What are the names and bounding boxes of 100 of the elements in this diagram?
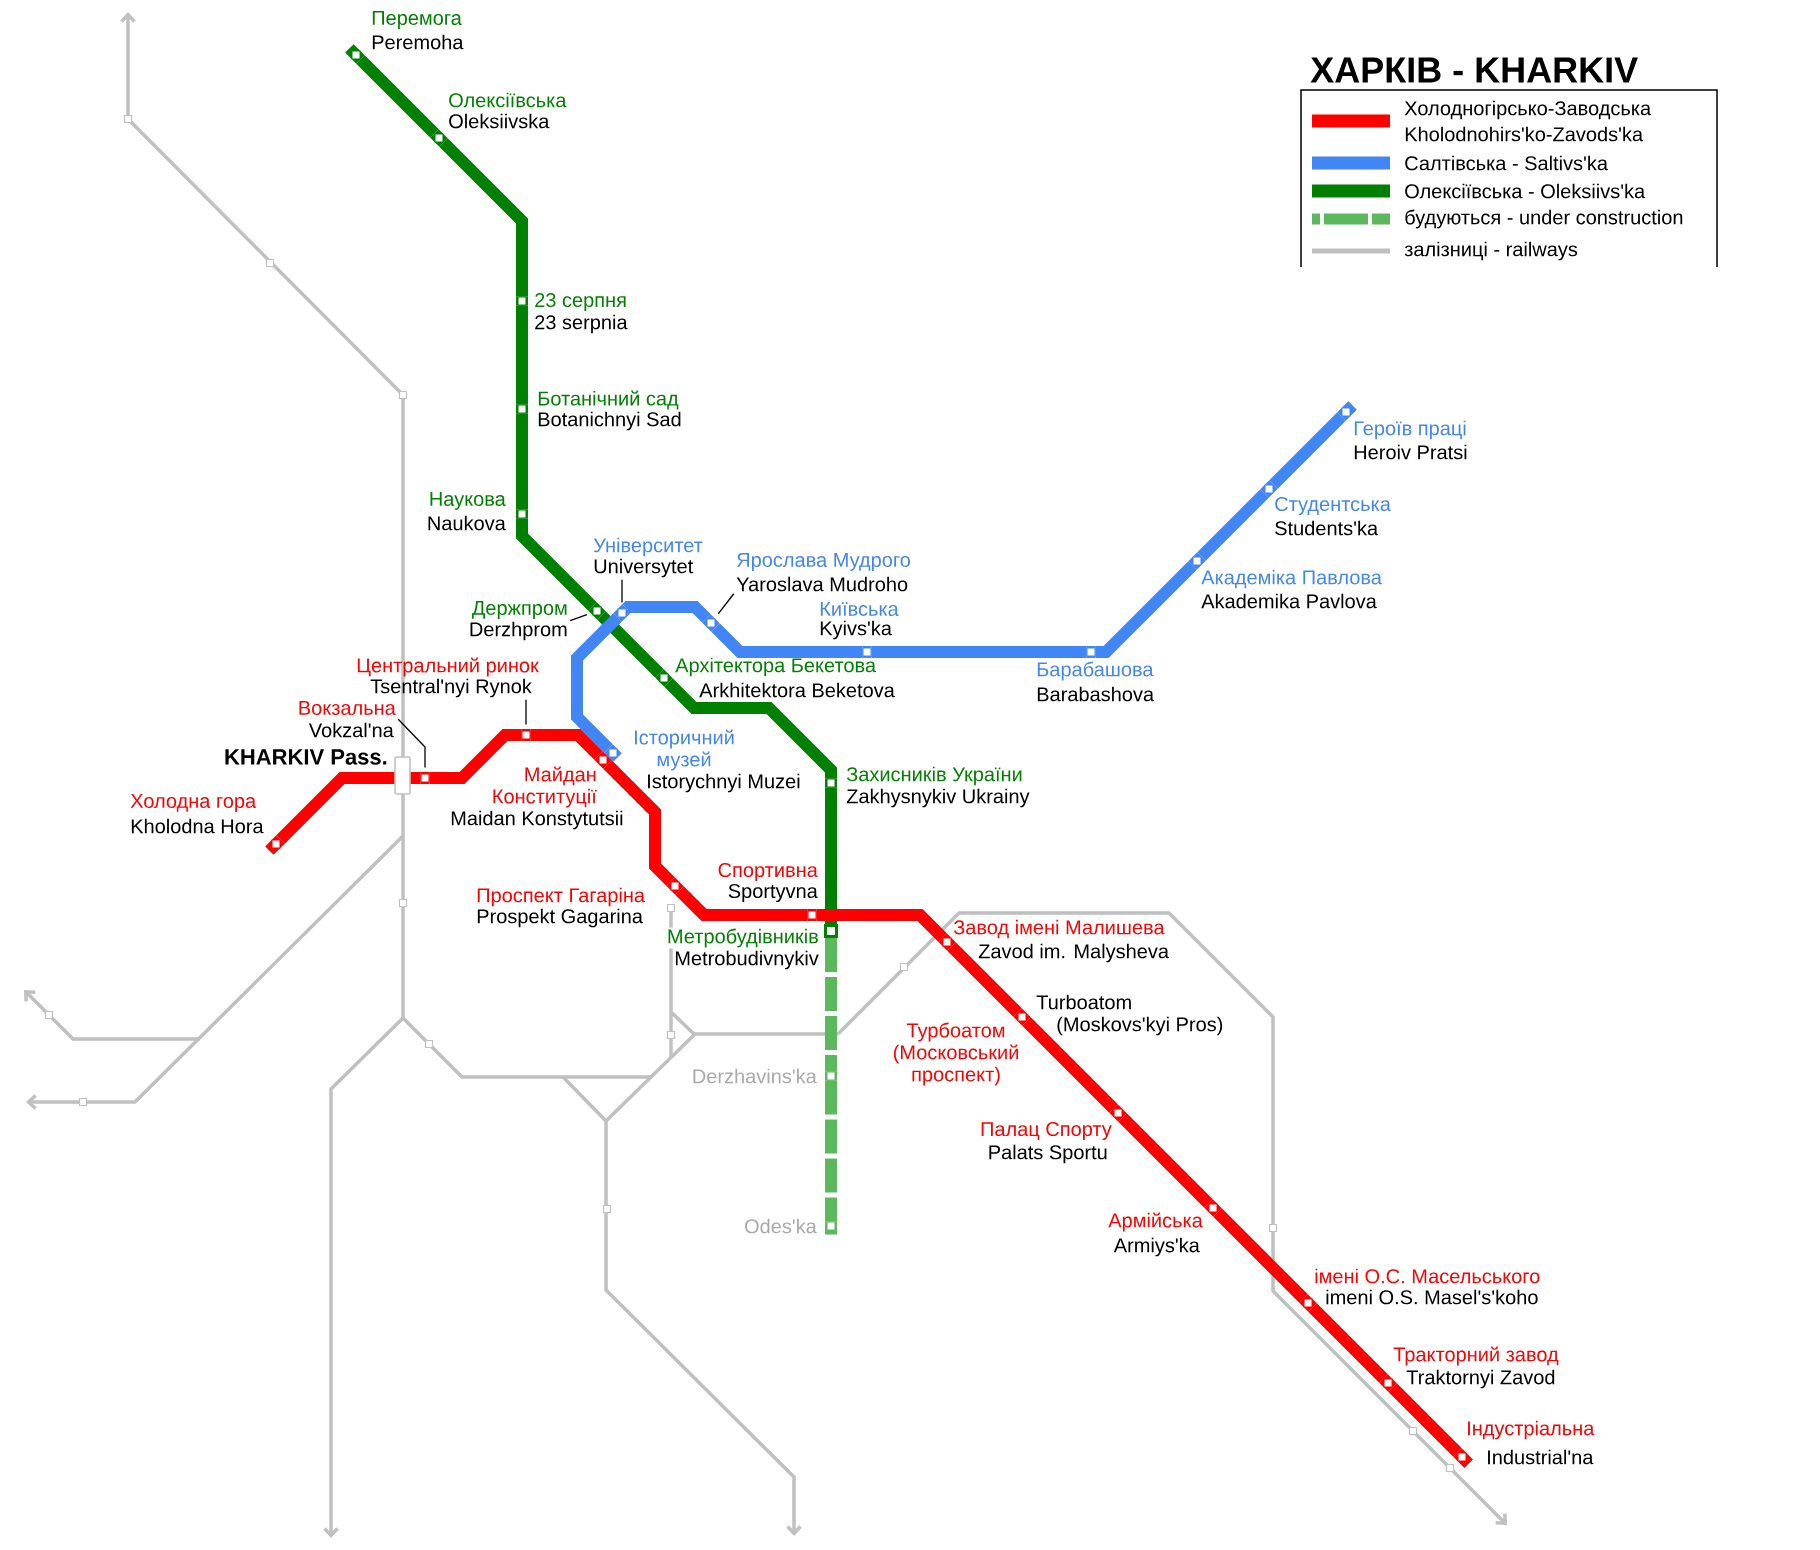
metro-line xyxy=(530,729,603,760)
station-name: Prospekt Gagarina xyxy=(477,908,643,928)
metro-line xyxy=(622,601,711,623)
metro-line xyxy=(825,787,837,924)
metro-line xyxy=(276,772,421,844)
station-name: Tsentral'nyi Rynok xyxy=(370,678,532,698)
map-title: ХАРКІВ - KHARKIV xyxy=(1310,57,1638,83)
station-name: Тракторний завод xyxy=(1393,1346,1559,1366)
station-name: Students'ka xyxy=(1275,520,1379,536)
station-marker xyxy=(588,602,606,620)
metro-line xyxy=(1095,561,1197,658)
station-name: Botanichnyi Sad xyxy=(538,411,681,431)
station-marker xyxy=(613,604,631,622)
station-name: Istorychnyi Muzei xyxy=(648,773,800,793)
leader-line xyxy=(397,718,426,769)
metro-line xyxy=(1197,489,1269,561)
station-name: Київська xyxy=(820,602,899,616)
station-name: Universytet xyxy=(594,558,694,578)
metro-line xyxy=(516,413,528,510)
station-name: Armiys'ka xyxy=(1113,1237,1200,1257)
station-name: Zavod im. Malysheva xyxy=(978,943,1169,963)
station-name: Індустріальна xyxy=(1468,1420,1595,1440)
station-name: Barabashova xyxy=(1037,686,1155,702)
metro-line xyxy=(439,138,528,297)
leader-line xyxy=(717,593,735,615)
metro-line xyxy=(516,305,528,405)
station-name: Traktornyi Zavod xyxy=(1406,1369,1555,1389)
station-name: Академіка Павлова xyxy=(1201,569,1382,589)
station-name: Завод імені Малишева xyxy=(953,919,1165,939)
station-name: Барабашова xyxy=(1037,661,1154,681)
station-name: Студентська xyxy=(1275,496,1391,516)
metro-line xyxy=(675,886,808,921)
metro-line xyxy=(871,646,1087,658)
dashed-metro-line xyxy=(825,1080,837,1222)
leader-line xyxy=(621,579,623,604)
station-name: Peremoha xyxy=(372,34,464,50)
station-marker xyxy=(702,614,720,632)
station-name: Турбоатом (Московський проспект) xyxy=(893,1022,1018,1086)
station-name: Холодна гора xyxy=(130,794,257,812)
station-name: імені О.С. Масельського xyxy=(1315,1268,1540,1284)
metro-line xyxy=(1269,412,1346,489)
leader-line xyxy=(525,699,527,726)
station-name: Армійська xyxy=(1108,1212,1203,1232)
metro-line xyxy=(1388,1383,1462,1457)
metro-line xyxy=(516,518,597,611)
station-name: Palats Sportu xyxy=(989,1144,1107,1164)
metro-line xyxy=(571,613,622,753)
station-name: Університет xyxy=(593,537,703,557)
station-marker xyxy=(521,729,531,741)
station-name: Проспект Гагаріна xyxy=(477,887,646,907)
metro-line xyxy=(711,623,863,658)
station-name: Героїв праці xyxy=(1354,420,1466,440)
station-name: Kyivs'ka xyxy=(820,620,892,640)
metro-line xyxy=(947,942,1022,1017)
metro-line xyxy=(1118,1113,1213,1208)
metro-line xyxy=(816,909,947,942)
station-name: Oleksiivska xyxy=(449,113,550,129)
metro-line xyxy=(603,760,675,886)
station-name: Zakhysnykiv Ukrainy xyxy=(846,788,1030,808)
station-name: Ярослава Мудрого xyxy=(737,553,910,571)
metro-line xyxy=(664,678,837,779)
station-name: Наукова xyxy=(430,492,506,510)
station-name: Yaroslava Mudroho xyxy=(736,576,908,592)
station-name: Метробудівників xyxy=(665,927,820,949)
station-name: Ботанічний сад xyxy=(538,390,679,410)
station-name: Turboatom (Moskovs'kyi Pros) xyxy=(1036,994,1223,1036)
station-name: Metrobudivnykiv xyxy=(673,949,820,971)
metro-line xyxy=(1213,1208,1308,1303)
station-name: Odes'ka xyxy=(745,1218,817,1234)
station-name: Akademika Pavlova xyxy=(1201,593,1377,609)
station-name: Kholodna Hora xyxy=(131,818,264,834)
station-name: Vokzal'na xyxy=(308,722,394,738)
station-name: Arkhitektora Beketova xyxy=(699,682,895,698)
station-name: Naukova xyxy=(428,515,506,531)
metro-line xyxy=(1308,1303,1388,1383)
metro-line xyxy=(356,55,439,138)
station-name: Центральний ринок xyxy=(357,657,539,677)
station-name: Держпром xyxy=(471,601,567,619)
metro-line xyxy=(597,611,664,678)
station-name: Industrial'na xyxy=(1488,1449,1594,1465)
station-name: Derzhprom xyxy=(470,621,567,641)
legend-text: Салтівська - Saltivs'ka xyxy=(1405,155,1608,171)
metro-line xyxy=(1022,1017,1118,1113)
station-name: Sportyvna xyxy=(728,883,818,903)
station-name: Maidan Konstytutsii xyxy=(451,810,623,830)
station-name: Історичний музей xyxy=(635,729,734,771)
legend-text: залізниці - railways xyxy=(1404,241,1578,261)
station-name: Архітектора Бекетова xyxy=(675,657,877,677)
station-name: KHARKIV Pass. xyxy=(225,749,387,765)
station-name: Олексіївська xyxy=(449,92,567,108)
leader-line xyxy=(569,614,588,622)
station-name: Вокзальна xyxy=(299,701,396,715)
station-name: 23 serpnia xyxy=(535,314,628,334)
station-name: Майдан Конституції xyxy=(493,766,597,808)
legend-text: Олексіївська - Oleksiivs'ka xyxy=(1405,183,1646,199)
station-name: 23 серпня xyxy=(535,292,626,312)
station-name: Спортивна xyxy=(718,862,818,882)
legend-text: Холодногірсько-Заводська Kholodnohirs'ko-Zavods'ka xyxy=(1404,100,1652,142)
legend-text: будуються - under construction xyxy=(1405,209,1683,229)
station-name: Захисників України xyxy=(846,766,1022,786)
